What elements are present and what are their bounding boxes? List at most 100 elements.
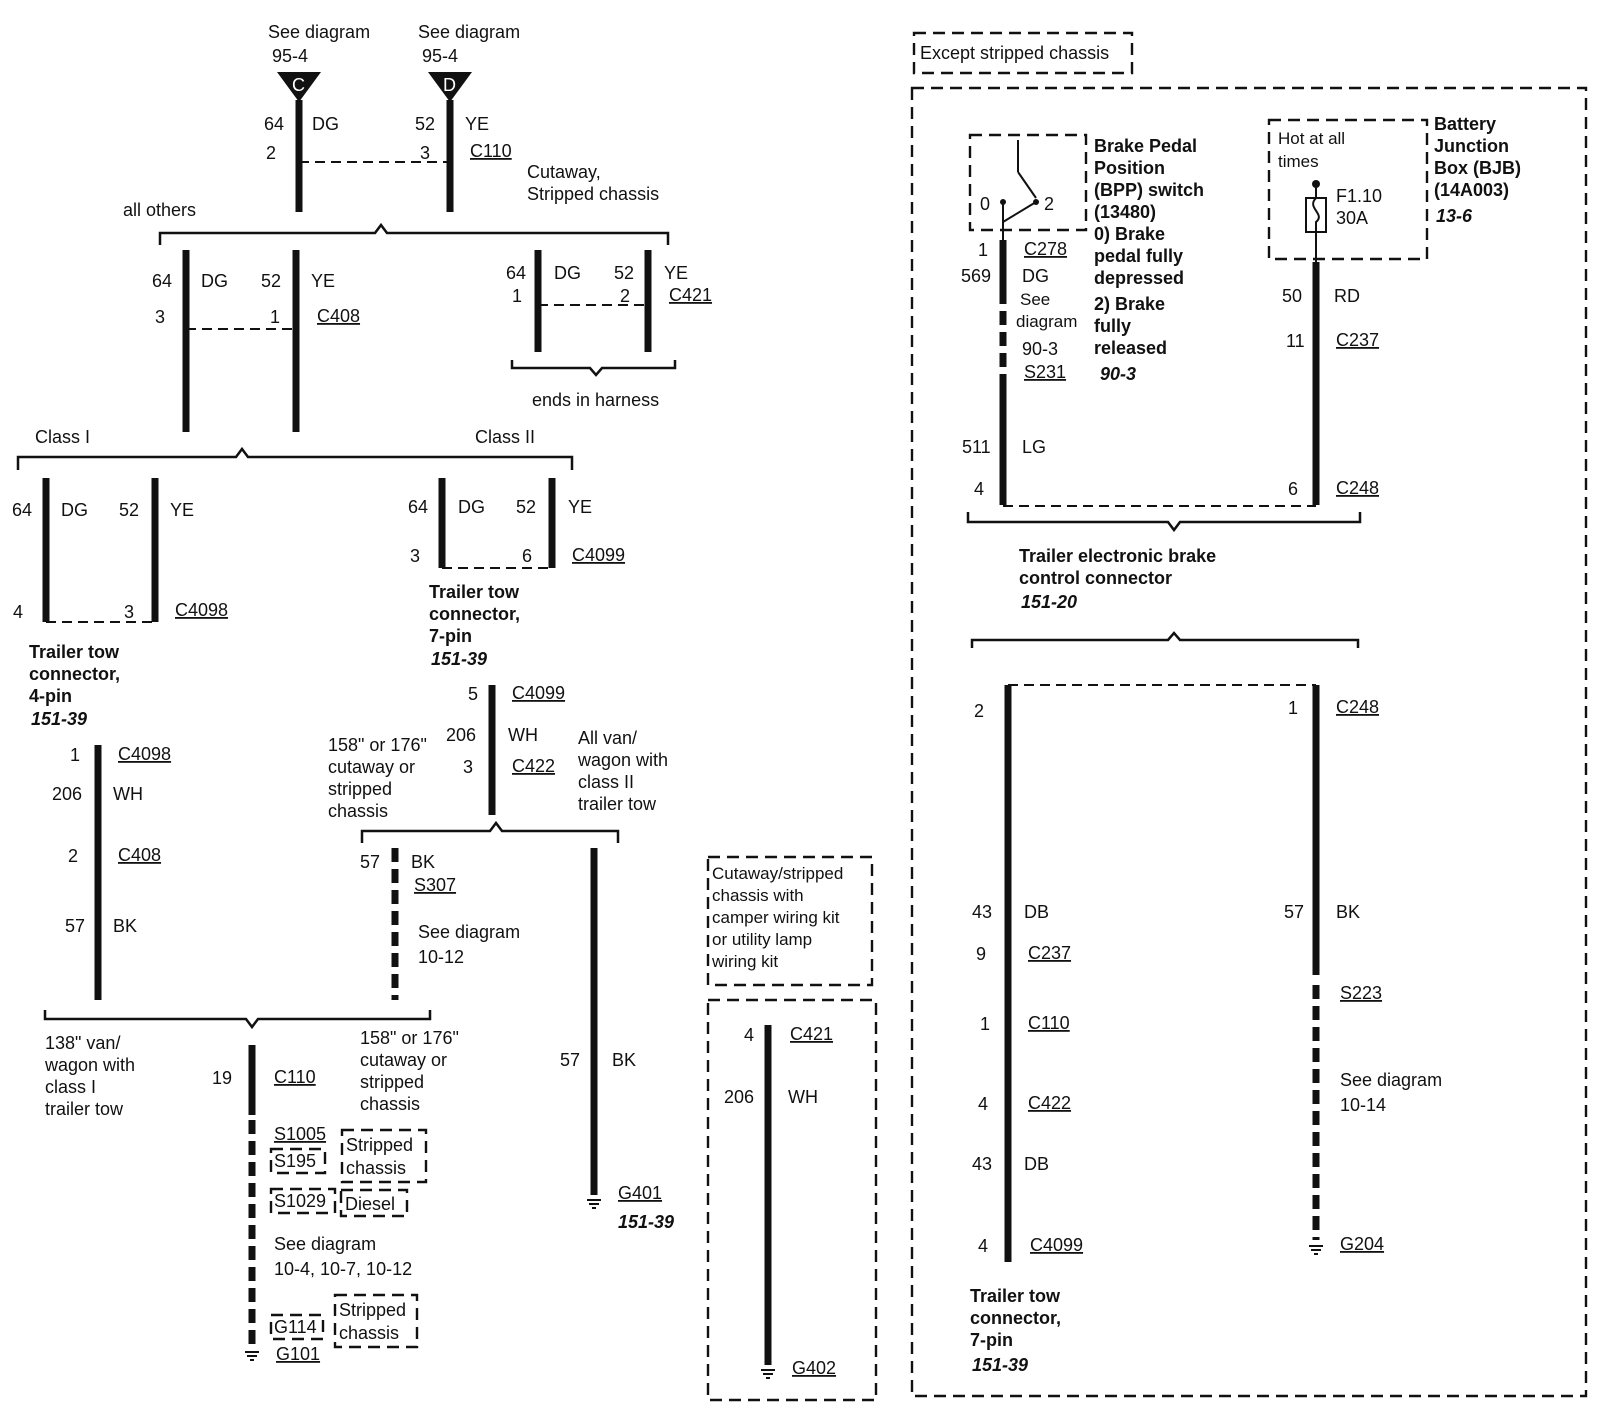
note-line: trailer tow xyxy=(45,1099,124,1119)
diagram-ref: 10-4, 10-7, 10-12 xyxy=(274,1259,412,1279)
bpp-switch-box xyxy=(968,133,1088,232)
variant-brace xyxy=(43,1010,432,1030)
wire-color: WH xyxy=(113,784,143,804)
connector-label: C4098 xyxy=(175,600,228,620)
wire-color: DB xyxy=(1024,902,1049,922)
wire-color: RD xyxy=(1334,286,1360,306)
note-line: 158" or 176" xyxy=(328,735,427,755)
variant-note: chassis xyxy=(346,1158,406,1178)
wire-color: LG xyxy=(1022,437,1046,457)
circuit-number: 64 xyxy=(408,497,428,517)
hot-at-all-times: times xyxy=(1278,152,1319,171)
splice-label: S231 xyxy=(1024,362,1066,382)
pin-number: 2 xyxy=(266,143,276,163)
tebc-connector-label: Trailer electronic brake control connect… xyxy=(1019,546,1216,612)
wire-color: BK xyxy=(612,1050,636,1070)
connector-label: C408 xyxy=(118,845,161,865)
wire-color: YE xyxy=(568,497,592,517)
wire-color: DB xyxy=(1024,1154,1049,1174)
wire-color: DG xyxy=(458,497,485,517)
connector-label: C110 xyxy=(1028,1013,1070,1033)
ground-ref: 151-39 xyxy=(618,1212,674,1232)
note-line: All van/ xyxy=(578,728,637,748)
circuit-number: 52 xyxy=(415,114,435,134)
pin-number: 6 xyxy=(522,546,532,566)
label-line: Junction xyxy=(1434,136,1509,156)
connector-label: C421 xyxy=(669,285,712,305)
variant-box xyxy=(340,1128,428,1184)
pin-number: 3 xyxy=(124,602,134,622)
tow-label-line: Trailer tow xyxy=(429,582,520,602)
fuse-icon xyxy=(1305,180,1327,262)
wire-color: DG xyxy=(312,114,339,134)
note-line: 138" van/ xyxy=(45,1033,120,1053)
variant-note-158-bottom: 158" or 176" cutaway or stripped chassis xyxy=(360,1028,459,1114)
pin-number: 5 xyxy=(468,684,478,704)
circuit-number: 64 xyxy=(506,263,526,283)
diagram-ref: 10-14 xyxy=(1340,1095,1386,1115)
label-line: (13480) xyxy=(1094,202,1156,222)
tow-label-ref: 151-39 xyxy=(972,1355,1028,1375)
label-ref: 13-6 xyxy=(1436,206,1473,226)
wire-color: BK xyxy=(1336,902,1360,922)
circuit-number: 206 xyxy=(724,1087,754,1107)
variant-note: chassis xyxy=(339,1323,399,1343)
except-stripped-region xyxy=(910,86,1588,1398)
circuit-number: 50 xyxy=(1282,286,1302,306)
hot-at-all-times: Hot at all xyxy=(1278,129,1345,148)
variant-note-allvan: All van/ wagon with class II trailer tow xyxy=(577,728,668,814)
tow-connector-7pin-label: Trailer tow connector, 7-pin 151-39 xyxy=(429,582,520,669)
pin-number: 9 xyxy=(976,944,986,964)
tow-label-line: 7-pin xyxy=(970,1330,1013,1350)
circuit-number: 57 xyxy=(360,852,380,872)
variant-note: all others xyxy=(123,200,196,220)
connector-label: C4098 xyxy=(118,744,171,764)
connector-label: C408 xyxy=(317,306,360,326)
circuit-number: 64 xyxy=(12,500,32,520)
tow-connector-7pin-right-label: Trailer tow connector, 7-pin 151-39 xyxy=(970,1286,1061,1375)
pin-number: 3 xyxy=(410,546,420,566)
circuit-number: 57 xyxy=(65,916,85,936)
label-line: control connector xyxy=(1019,568,1172,588)
wire-color: BK xyxy=(411,852,435,872)
diagram-ref: 95-4 xyxy=(272,46,308,66)
circuit-number: 64 xyxy=(264,114,284,134)
circuit-number: 206 xyxy=(52,784,82,804)
label-line: Position xyxy=(1094,158,1165,178)
pin-number: 2 xyxy=(974,701,984,721)
variant-note-138: 138" van/ wagon with class I trailer tow xyxy=(44,1033,135,1119)
tow-label-line: Trailer tow xyxy=(970,1286,1061,1306)
connector-label: C278 xyxy=(1024,239,1067,259)
switch-position: 0 xyxy=(980,194,990,214)
connector-letter-d: D xyxy=(443,75,456,95)
note-line: Cutaway/stripped xyxy=(712,864,843,883)
connector-label: C248 xyxy=(1336,697,1379,717)
label-line: Battery xyxy=(1434,114,1496,134)
bjb-box xyxy=(1267,118,1429,261)
pin-number: 3 xyxy=(463,757,473,777)
circuit-number: 52 xyxy=(261,271,281,291)
pin-number: 2 xyxy=(620,286,630,306)
ground-label: G402 xyxy=(792,1358,836,1378)
connector-label: C422 xyxy=(512,756,555,776)
pin-number: 4 xyxy=(13,602,23,622)
wire-color: BK xyxy=(113,916,137,936)
harness-note: ends in harness xyxy=(532,390,659,410)
pin-number: 4 xyxy=(974,479,984,499)
label-line: fully xyxy=(1094,316,1131,336)
label-line: Box (BJB) xyxy=(1434,158,1521,178)
note-line: trailer tow xyxy=(578,794,657,814)
pin-number: 6 xyxy=(1288,479,1298,499)
note-line: cutaway or xyxy=(360,1050,447,1070)
variant-note-158-top: 158" or 176" cutaway or stripped chassis xyxy=(328,735,427,821)
connector-label: C110 xyxy=(274,1067,316,1087)
circuit-number: 57 xyxy=(1284,902,1304,922)
fuse-rating: 30A xyxy=(1336,208,1368,228)
wire-color: WH xyxy=(508,725,538,745)
connector-label: C110 xyxy=(470,141,512,161)
tow-label-line: connector, xyxy=(970,1308,1061,1328)
circuit-number: 52 xyxy=(614,263,634,283)
pin-number: 3 xyxy=(155,307,165,327)
camper-kit-wire-box xyxy=(706,998,878,1402)
note-line: chassis with xyxy=(712,886,804,905)
